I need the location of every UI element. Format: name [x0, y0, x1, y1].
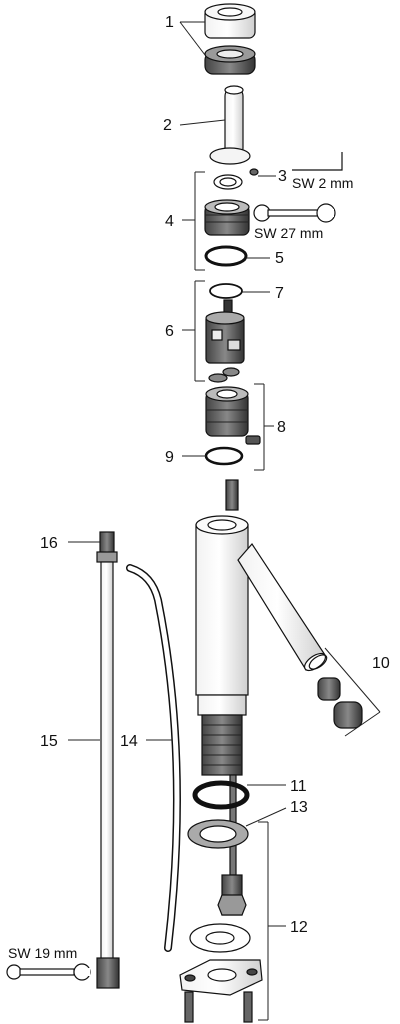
callout-numbers: 1 2 3 4 5 6 7 8 9 10 11 12 13 14 15 16: [40, 14, 390, 936]
part-3-screw: [249, 168, 259, 176]
wrench-icon: [6, 963, 91, 981]
part-9-oring: [204, 446, 244, 466]
part-13-washer: [187, 819, 249, 849]
hex-key-icon: [292, 152, 343, 171]
part-6-small-rings: [208, 367, 240, 383]
callout-11: 11: [290, 778, 307, 795]
part-7-oring: [209, 283, 243, 299]
part-12-bolts: [184, 991, 253, 1023]
part-2-lever: [209, 85, 251, 165]
faucet-body: [195, 479, 327, 876]
part-12-plate: [179, 959, 263, 996]
callout-3: 3: [278, 168, 287, 185]
callout-10: 10: [372, 655, 390, 672]
part-12-nut: [217, 874, 247, 916]
part-10-aerator: [308, 654, 363, 729]
part-12-washer: [189, 923, 251, 953]
callout-6: 6: [165, 323, 174, 340]
callout-15: 15: [40, 733, 58, 750]
wrench-27-label: SW 27 mm: [254, 225, 323, 241]
part-4-ring: [213, 174, 243, 190]
callout-7: 7: [275, 285, 284, 302]
part-14-tube: [126, 564, 181, 952]
callout-4: 4: [165, 213, 174, 230]
part-4-sleeve: [204, 199, 250, 236]
wrench-icon: [253, 203, 336, 223]
part-6-cartridge: [205, 299, 245, 364]
callout-1: 1: [165, 14, 174, 31]
callout-8: 8: [277, 419, 286, 436]
callout-2: 2: [163, 117, 172, 134]
callout-13: 13: [290, 799, 308, 816]
callout-16: 16: [40, 535, 58, 552]
part-5-oring: [204, 245, 248, 267]
callout-14: 14: [120, 733, 138, 750]
part-1-cap: [204, 3, 256, 39]
part-15-hose: [96, 561, 120, 989]
callout-12: 12: [290, 919, 308, 936]
hex-key-label: SW 2 mm: [292, 175, 353, 191]
part-11-oring: [192, 780, 250, 810]
callout-5: 5: [275, 250, 284, 267]
wrench-19-label: SW 19 mm: [8, 945, 77, 961]
tool-labels: SW 2 mm SW 27 mm SW 19 mm: [8, 175, 353, 961]
leader-lines: [68, 21, 381, 1021]
callout-9: 9: [165, 449, 174, 466]
part-16-fitting: [96, 531, 118, 563]
part-8-insert: [205, 386, 261, 445]
part-1-seal: [204, 45, 256, 75]
